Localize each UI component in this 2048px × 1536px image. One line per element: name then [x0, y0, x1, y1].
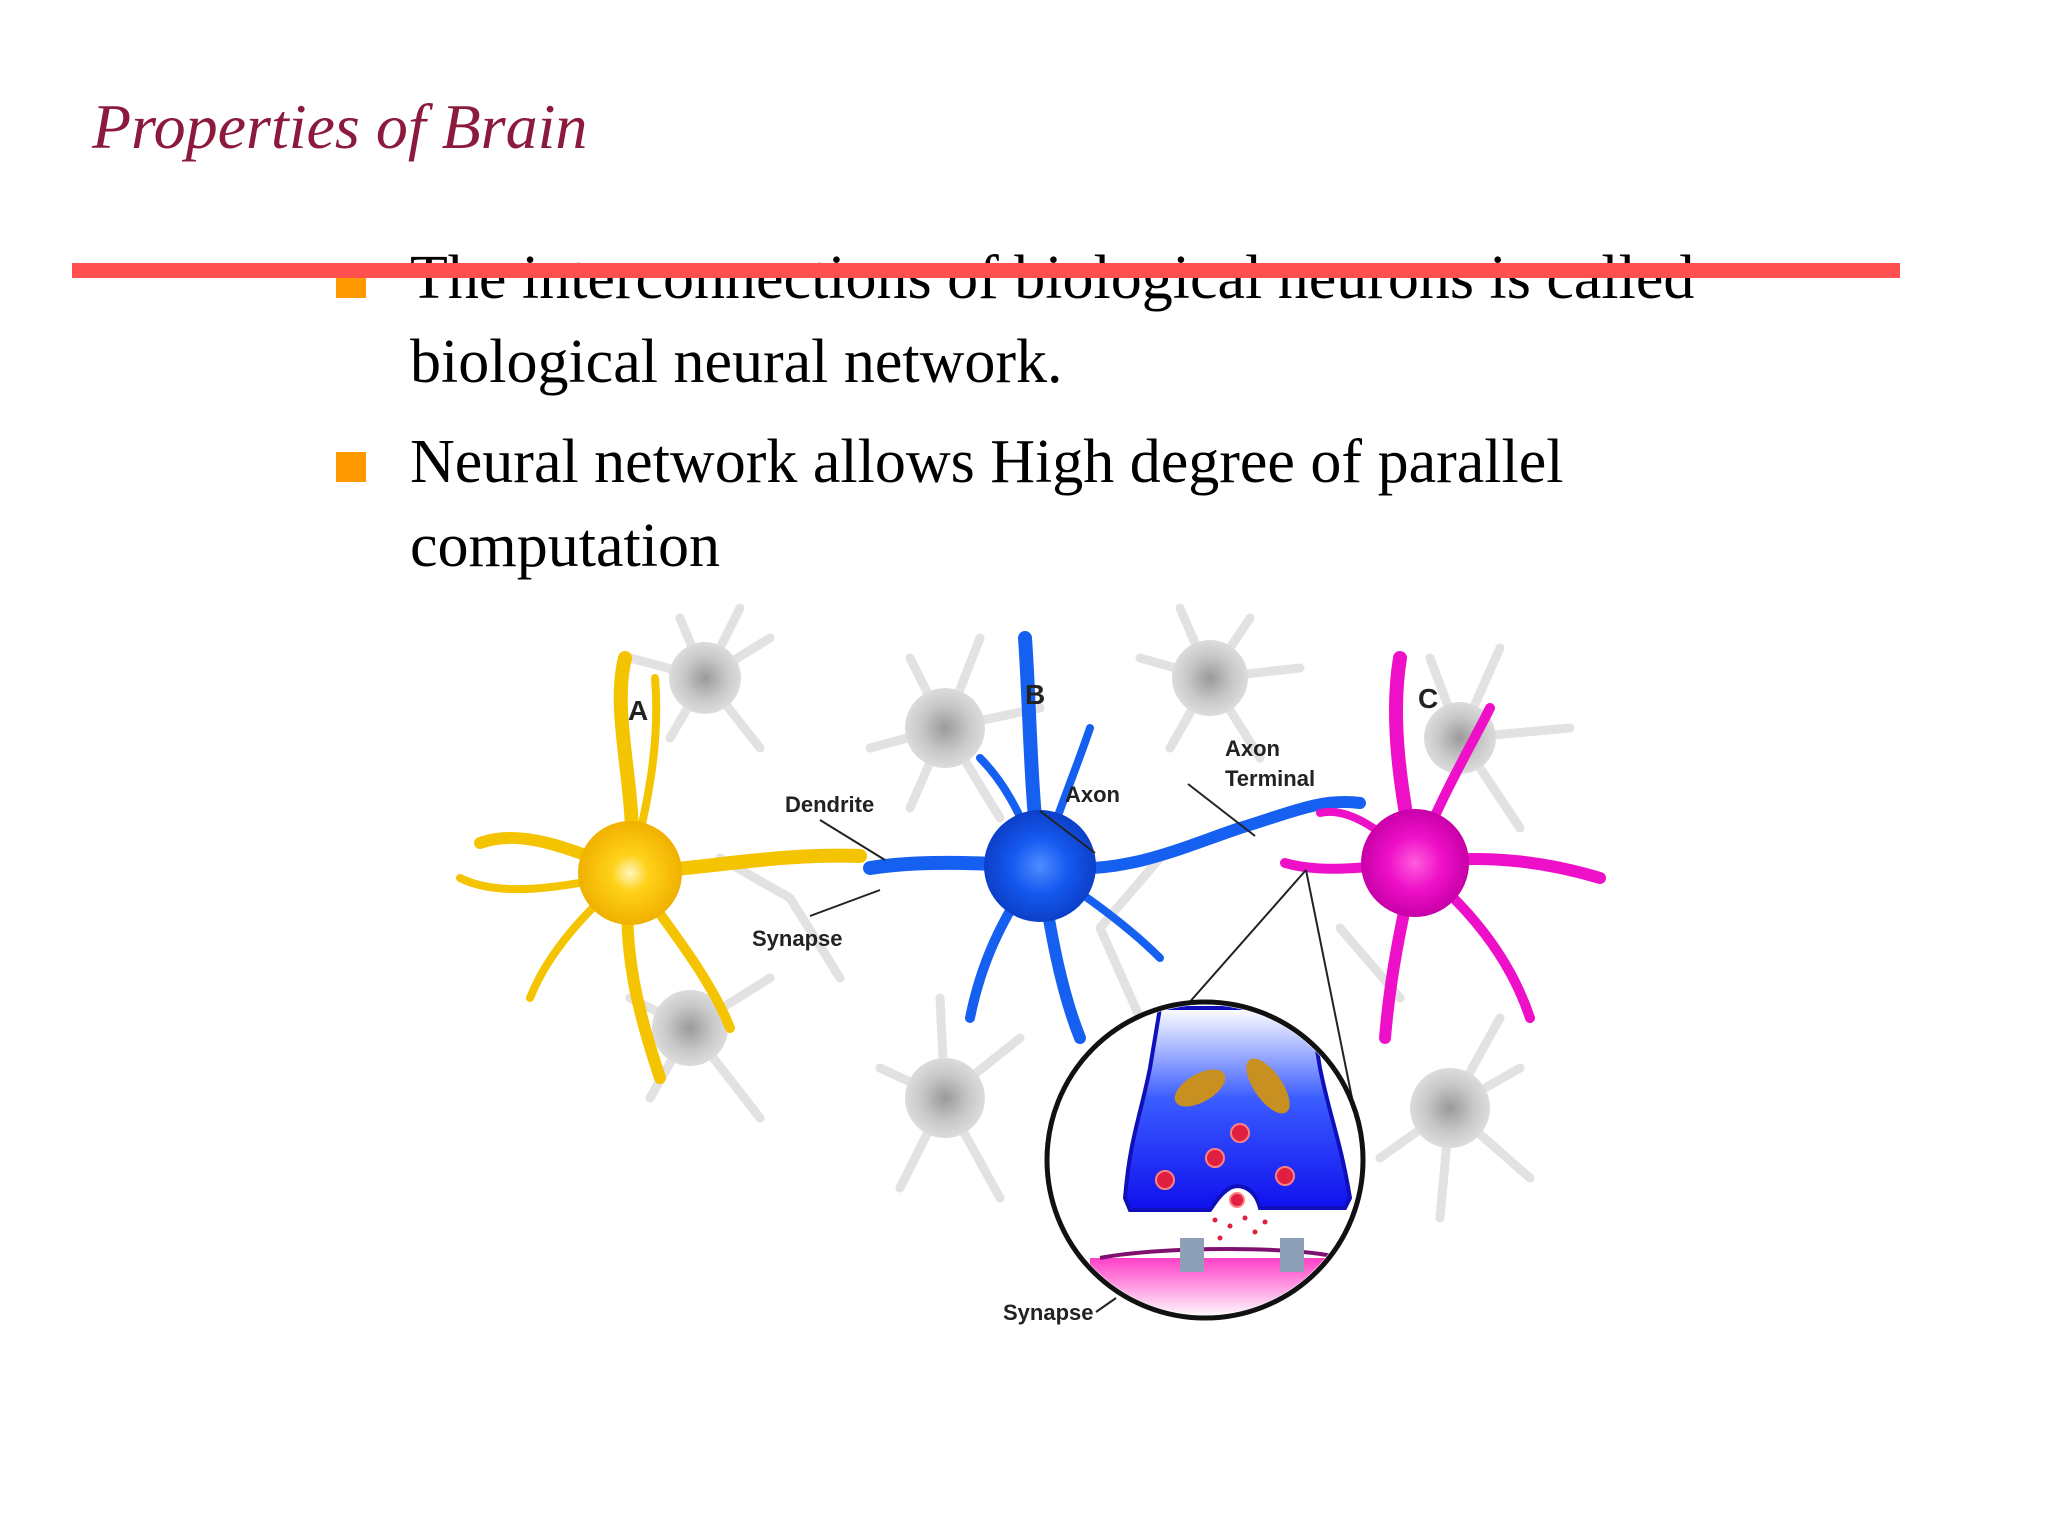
synapse-zoom-leader [1095, 1297, 1117, 1313]
dendrite-label: Dendrite [785, 792, 874, 817]
bullet-line: Neural network allows High degree of par… [410, 428, 1564, 496]
neuron-a-label: A [628, 695, 648, 726]
neuron-c-label: C [1418, 683, 1438, 714]
bullet-line: biological neural network. [410, 328, 1063, 396]
square-bullet-icon [336, 452, 366, 482]
label-leader-lines [809, 783, 1353, 1099]
slide-title: Properties of Brain [92, 91, 588, 162]
axon-label: Axon [1065, 782, 1120, 807]
axon-terminal-label-line2: Terminal [1225, 766, 1315, 791]
synapse-zoom-label: Synapse [1003, 1300, 1094, 1325]
neuron-b [863, 631, 1366, 1044]
neuron-a [456, 651, 867, 1084]
synapse-zoom-inset [1044, 999, 1366, 1321]
synapse-label: Synapse [752, 926, 843, 951]
bullet-line: The interconnections of biological neuro… [410, 244, 1695, 312]
axon-terminal-label-line1: Axon [1225, 736, 1280, 761]
neuron-b-label: B [1025, 679, 1045, 710]
bullet-line: computation [410, 512, 720, 580]
title-underline-bar [72, 263, 1900, 278]
neuron-network-diagram: A B C [456, 603, 1606, 1325]
neuron-c [1280, 651, 1606, 1044]
background-neurons [625, 603, 1575, 1223]
